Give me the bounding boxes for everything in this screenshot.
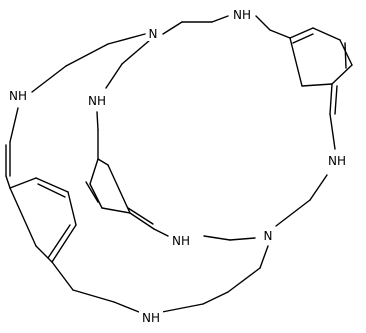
bond	[9, 177, 37, 189]
atom-label: NH	[88, 94, 106, 108]
atom-label: NH	[328, 154, 346, 168]
atom-n3: NH	[6, 88, 30, 104]
bond	[331, 64, 353, 85]
bond	[96, 111, 99, 131]
bond	[31, 65, 67, 93]
atom-label: NH	[142, 311, 160, 325]
bond	[344, 42, 347, 69]
atom-label: NH	[9, 89, 27, 103]
bond	[65, 43, 109, 67]
bond	[211, 15, 229, 23]
bond	[97, 158, 109, 166]
bond	[5, 175, 11, 189]
atom-labels: N NH NH NH NH NH N NH	[6, 7, 349, 326]
bond	[292, 33, 314, 44]
atom-n2: NH	[230, 7, 254, 23]
bond	[127, 207, 154, 225]
bond	[107, 33, 146, 45]
bond	[289, 27, 314, 39]
bond	[35, 245, 53, 263]
bond	[105, 63, 123, 89]
bond	[269, 29, 291, 39]
bond	[51, 261, 74, 291]
bond	[47, 224, 71, 259]
bond	[289, 37, 303, 87]
bond	[113, 301, 140, 313]
bond	[161, 303, 204, 313]
bond	[67, 191, 77, 226]
bond	[202, 291, 229, 305]
atom-label: N	[149, 27, 158, 41]
bond	[227, 267, 261, 293]
atom-n4: NH	[85, 93, 109, 109]
bond	[89, 183, 103, 209]
atom-label: N	[264, 229, 273, 243]
atom-n5: NH	[325, 153, 349, 169]
bond	[153, 228, 169, 237]
bond	[101, 207, 131, 214]
atom-label: NH	[233, 8, 251, 22]
bond	[107, 164, 131, 214]
bond	[72, 289, 115, 303]
atom-label: NH	[172, 234, 190, 248]
bond	[309, 174, 328, 201]
bond	[329, 113, 336, 150]
bond	[275, 199, 311, 227]
bond	[229, 237, 256, 241]
bond	[9, 187, 37, 247]
bond	[51, 224, 77, 263]
atom-n8: NH	[139, 310, 163, 326]
bond	[312, 27, 341, 41]
bond	[329, 83, 333, 115]
bond	[259, 245, 269, 269]
bond	[121, 39, 151, 65]
bond	[85, 181, 99, 203]
bond	[37, 183, 66, 198]
atom-n6: NH	[169, 233, 193, 249]
bond	[255, 15, 271, 31]
bond	[9, 107, 19, 143]
bond	[203, 235, 231, 241]
atom-n1: N	[146, 27, 160, 41]
bond-lines	[5, 15, 353, 313]
bond	[35, 177, 69, 193]
bond	[334, 85, 338, 115]
bond	[301, 83, 333, 87]
atom-n7: N	[261, 228, 275, 244]
bond	[129, 212, 155, 230]
bond	[162, 21, 183, 35]
bond	[89, 158, 99, 185]
